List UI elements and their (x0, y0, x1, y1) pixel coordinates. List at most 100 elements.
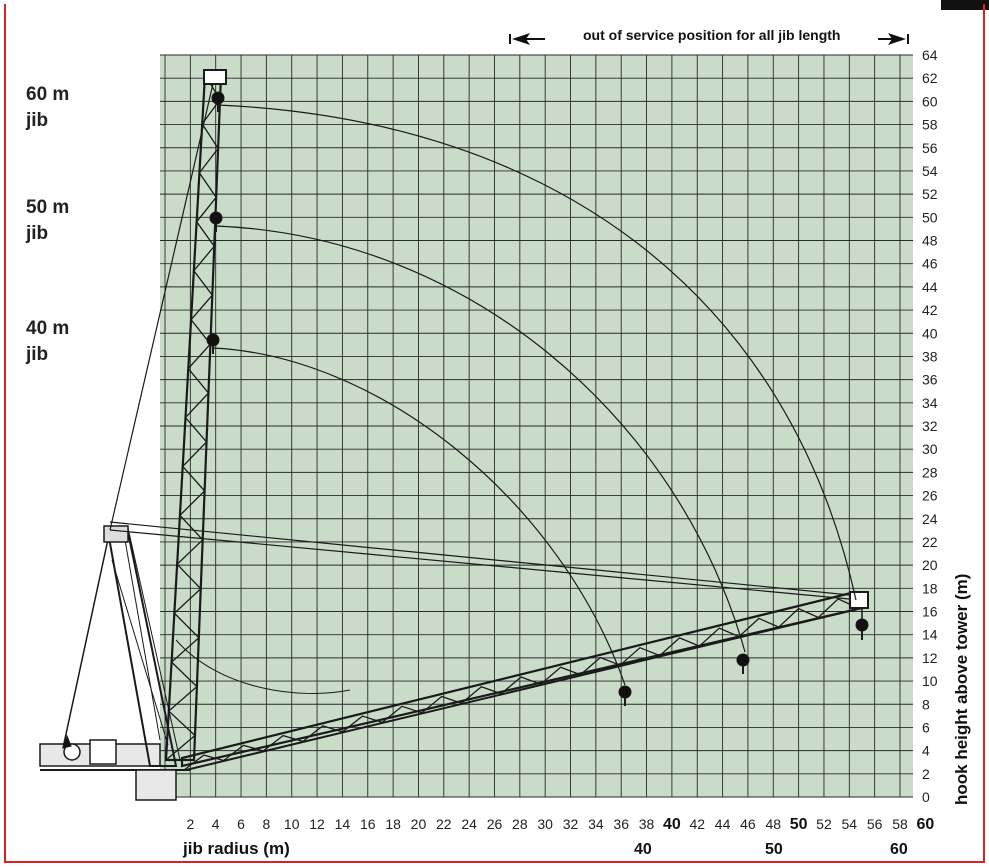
y-tick-label: 12 (922, 650, 938, 666)
hook-60-vertical (211, 91, 225, 112)
y-axis-title: hook height above tower (m) (952, 574, 971, 805)
hook-50-radius (736, 653, 750, 674)
x-tick-label: 10 (284, 816, 300, 832)
x-axis-title: jib radius (m) (182, 839, 290, 858)
jib-label-50-top: 50 m (26, 197, 69, 218)
jib-label-60-top: 60 m (26, 84, 69, 105)
frame-border (4, 4, 985, 863)
x-tick-label: 44 (715, 816, 731, 832)
grid-lines (160, 54, 913, 798)
jib-label-40-bottom: jib (25, 344, 48, 365)
x-tick-label: 18 (385, 816, 401, 832)
y-tick-label: 42 (922, 302, 938, 318)
y-tick-label: 52 (922, 186, 938, 202)
x-tick-label: 42 (689, 816, 705, 832)
y-tick-label: 32 (922, 418, 938, 434)
y-tick-label: 58 (922, 117, 938, 133)
x-tick-label: 38 (639, 816, 655, 832)
crane-illustration (39, 69, 869, 801)
hook-path-40 (212, 347, 626, 686)
jib-head-luffed (849, 591, 869, 609)
x-tick-label: 36 (613, 816, 629, 832)
x-secondary-label-50: 50 (765, 841, 783, 858)
jib-label-60-bottom: jib (25, 110, 48, 131)
x-tick-label: 34 (588, 816, 604, 832)
x-tick-label: 26 (487, 816, 503, 832)
y-tick-label: 26 (922, 488, 938, 504)
x-tick-label: 52 (816, 816, 832, 832)
y-tick-label: 4 (922, 743, 930, 759)
y-tick-label: 2 (922, 766, 930, 782)
x-tick-label: 50 (790, 816, 808, 833)
out-of-service-banner: out of service position for all jib leng… (509, 27, 909, 45)
x-tick-label: 20 (411, 816, 427, 832)
y-tick-label: 34 (922, 395, 938, 411)
x-tick-label: 8 (262, 816, 270, 832)
backstay-cable (62, 529, 111, 749)
guy-line-60 (109, 74, 216, 531)
left-arrow-icon (512, 33, 530, 45)
right-arrow-icon (888, 33, 906, 45)
x-tick-label: 4 (212, 816, 220, 832)
y-tick-label: 30 (922, 441, 938, 457)
hook-40-vertical (206, 333, 220, 354)
jib-label-50-bottom: jib (25, 223, 48, 244)
x-tick-label: 32 (563, 816, 579, 832)
x-tick-label: 30 (537, 816, 553, 832)
x-secondary-label-60: 60 (890, 841, 908, 858)
x-tick-label: 58 (892, 816, 908, 832)
x-tick-label: 12 (309, 816, 325, 832)
jib-head-60 (203, 69, 227, 85)
hook-path-low (175, 639, 351, 694)
y-axis-ticks: 0246810121416182022242628303234363840424… (922, 47, 938, 805)
tower-foot (135, 769, 177, 801)
x-tick-label: 56 (867, 816, 883, 832)
x-secondary-label-40: 40 (634, 841, 652, 858)
y-tick-label: 6 (922, 719, 930, 735)
x-tick-label: 60 (916, 816, 934, 833)
x-tick-label: 48 (765, 816, 781, 832)
y-tick-label: 48 (922, 233, 938, 249)
y-tick-label: 38 (922, 348, 938, 364)
jib-label-40-top: 40 m (26, 318, 69, 339)
x-tick-label: 6 (237, 816, 245, 832)
y-tick-label: 20 (922, 557, 938, 573)
x-tick-label: 46 (740, 816, 756, 832)
banner-text: out of service position for all jib leng… (583, 27, 840, 43)
hook-path-60 (217, 104, 857, 601)
hook-40-radius (618, 685, 632, 706)
y-tick-label: 10 (922, 673, 938, 689)
hook-60-radius (855, 608, 869, 640)
y-tick-label: 60 (922, 93, 938, 109)
y-tick-label: 56 (922, 140, 938, 156)
hook-path-50 (215, 225, 746, 653)
guy-line-horizontal (109, 529, 861, 601)
y-tick-label: 64 (922, 47, 938, 63)
y-tick-label: 36 (922, 372, 938, 388)
y-tick-label: 40 (922, 325, 938, 341)
corner-tab (941, 0, 989, 10)
x-tick-label: 16 (360, 816, 376, 832)
y-tick-label: 14 (922, 627, 938, 643)
y-tick-label: 22 (922, 534, 938, 550)
y-tick-label: 24 (922, 511, 938, 527)
y-tick-label: 46 (922, 256, 938, 272)
y-tick-label: 54 (922, 163, 938, 179)
cable-arrow-icon (62, 734, 72, 749)
y-tick-label: 18 (922, 580, 938, 596)
x-tick-label: 54 (842, 816, 858, 832)
y-tick-label: 44 (922, 279, 938, 295)
hook-50-vertical (209, 211, 223, 232)
y-tick-label: 16 (922, 604, 938, 620)
winch-drum (63, 743, 81, 761)
y-tick-label: 8 (922, 696, 930, 712)
x-tick-label: 28 (512, 816, 528, 832)
x-tick-label: 40 (663, 816, 681, 833)
y-tick-label: 28 (922, 464, 938, 480)
y-tick-label: 62 (922, 70, 938, 86)
x-tick-label: 2 (186, 816, 194, 832)
x-tick-label: 22 (436, 816, 452, 832)
